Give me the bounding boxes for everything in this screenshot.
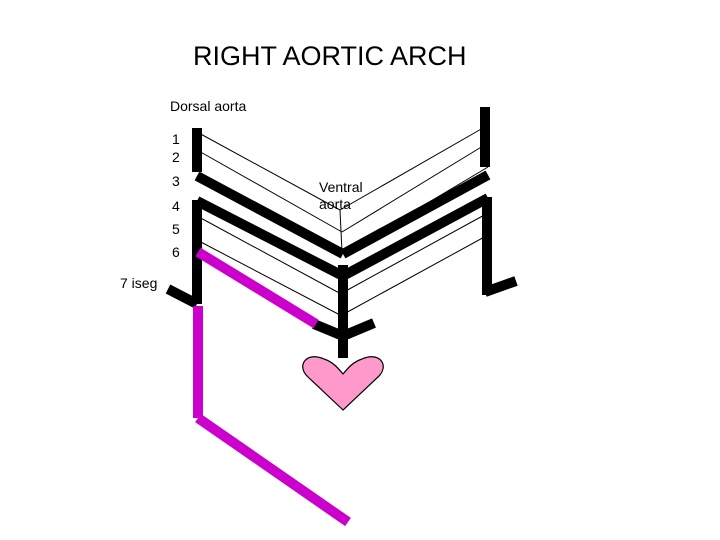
- arch-4-right: [340, 193, 491, 281]
- label-arch-1: 1: [172, 131, 180, 147]
- thin-arch-1-right: [339, 127, 484, 211]
- arch-3-right: [340, 170, 491, 259]
- black-vessels: [165, 107, 518, 358]
- label-intersegmental-7: 7 iseg: [120, 275, 158, 291]
- thin-arch-5-left: [196, 215, 344, 296]
- ventral-right-branch: [341, 318, 376, 341]
- intersegmental-7-left: [165, 284, 200, 309]
- arch-4-left: [194, 196, 346, 281]
- label-arch-5: 5: [172, 221, 180, 237]
- label-arch-3: 3: [172, 173, 180, 189]
- label-arch-6: 6: [172, 244, 180, 260]
- magenta-vessels: [193, 247, 351, 527]
- thin-arch-5-right: [341, 212, 489, 294]
- arch-6-magenta: [195, 247, 319, 329]
- thin-arch-1-left: [196, 131, 341, 211]
- label-dorsal-aorta: Dorsal aorta: [170, 98, 247, 114]
- thin-arch-6-right: [341, 234, 489, 316]
- intersegmental-7-right: [483, 276, 518, 297]
- thin-arch-2-right: [341, 145, 484, 233]
- heart-icon: [302, 356, 384, 411]
- label-arch-2: 2: [172, 149, 180, 165]
- descending-diagonal-magenta: [195, 413, 351, 527]
- arch-3-left: [194, 171, 346, 259]
- diagram-title: RIGHT AORTIC ARCH: [193, 41, 467, 71]
- thin-arch-2-left: [196, 149, 343, 233]
- thin-arch-6-left: [196, 239, 341, 316]
- label-arch-4: 4: [172, 198, 180, 214]
- ventral-left-branch: [312, 319, 345, 341]
- thin-ventral-stem-upper: [339, 209, 343, 253]
